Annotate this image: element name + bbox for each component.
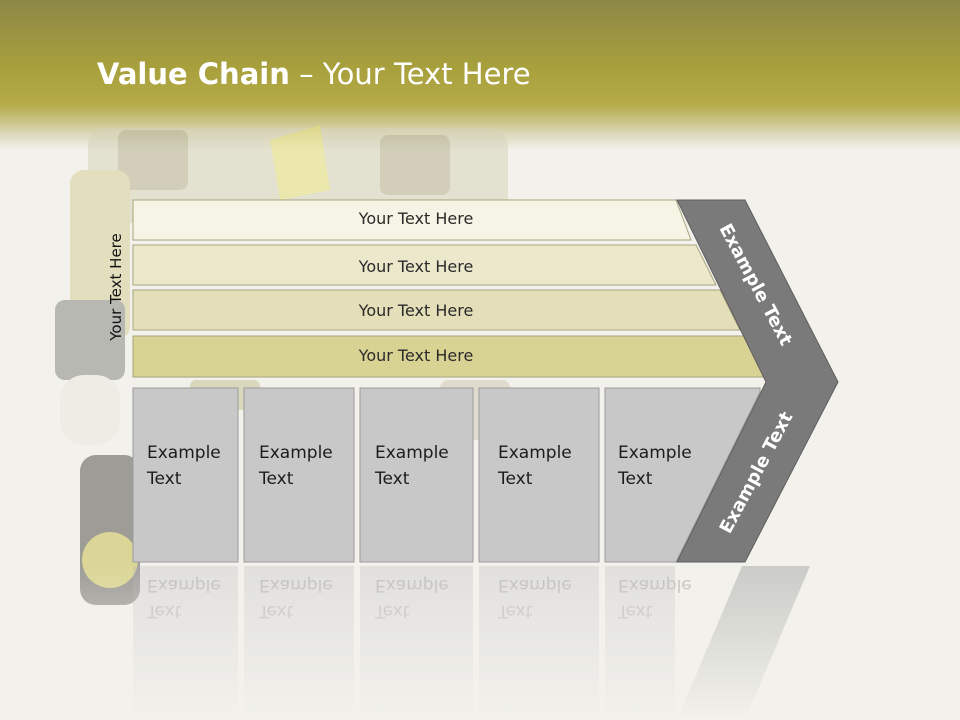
- box-1-line1: Example: [147, 443, 221, 463]
- slide-title: Value Chain – Your Text Here: [97, 54, 531, 94]
- box-1: [132, 387, 239, 563]
- box-1-line2: Text: [147, 469, 182, 489]
- box-2-line2: Text: [259, 469, 294, 489]
- box-3-line2: Text: [375, 469, 410, 489]
- chevron-arrow: [676, 199, 839, 563]
- box-4-line2: Text: [498, 469, 533, 489]
- bar-1-label: Your Text Here: [358, 209, 474, 228]
- box-5-line1: Example: [618, 443, 692, 463]
- box-5-line2: Text: [618, 469, 653, 489]
- bar-1: [132, 199, 692, 241]
- title-bold: Value Chain: [97, 57, 290, 91]
- bar-3-label: Your Text Here: [358, 301, 474, 320]
- title-rest: – Your Text Here: [289, 57, 531, 91]
- bar-2-label: Your Text Here: [358, 257, 474, 276]
- box-2-text: Example Text: [259, 440, 354, 492]
- box-5-text: Example Text: [618, 440, 713, 492]
- box-2: [243, 387, 355, 563]
- bar-2: [132, 244, 717, 286]
- box-4-text: Example Text: [498, 440, 593, 492]
- box-5: [604, 387, 761, 563]
- box-2-line1: Example: [259, 443, 333, 463]
- reflection-fade: [0, 566, 960, 720]
- bar-4-label: Your Text Here: [358, 346, 474, 365]
- box-3-line1: Example: [375, 443, 449, 463]
- bar-3: [132, 289, 741, 331]
- box-3: [359, 387, 474, 563]
- box-1-text: Example Text: [147, 440, 242, 492]
- box-4-line1: Example: [498, 443, 572, 463]
- box-4: [478, 387, 600, 563]
- box-3-text: Example Text: [375, 440, 470, 492]
- header-band: [0, 0, 960, 150]
